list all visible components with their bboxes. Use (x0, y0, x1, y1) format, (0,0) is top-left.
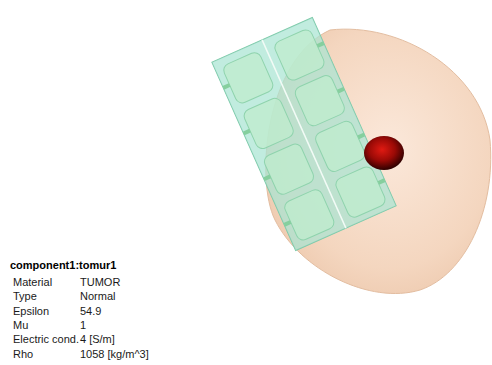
antenna-array (212, 18, 396, 251)
property-name: Material (13, 276, 52, 289)
property-value: 1 (80, 319, 86, 332)
property-value: 4 [S/m] (80, 333, 115, 346)
property-name: Epsilon (13, 305, 49, 318)
property-name: Mu (13, 319, 28, 332)
property-value: TUMOR (80, 276, 120, 289)
center-divider (262, 40, 346, 228)
substrate-panel (212, 18, 396, 251)
property-value: Normal (80, 290, 115, 303)
property-value: 54.9 (80, 305, 101, 318)
panel-tint (212, 18, 396, 251)
property-name: Electric cond. (13, 333, 79, 346)
property-name: Rho (13, 348, 33, 361)
tumor-sphere (364, 136, 404, 170)
property-name: Type (13, 290, 37, 303)
property-value: 1058 [kg/m^3] (80, 348, 149, 361)
patch-elements (222, 28, 388, 242)
panel-heading: component1:tomur1 (10, 259, 116, 272)
